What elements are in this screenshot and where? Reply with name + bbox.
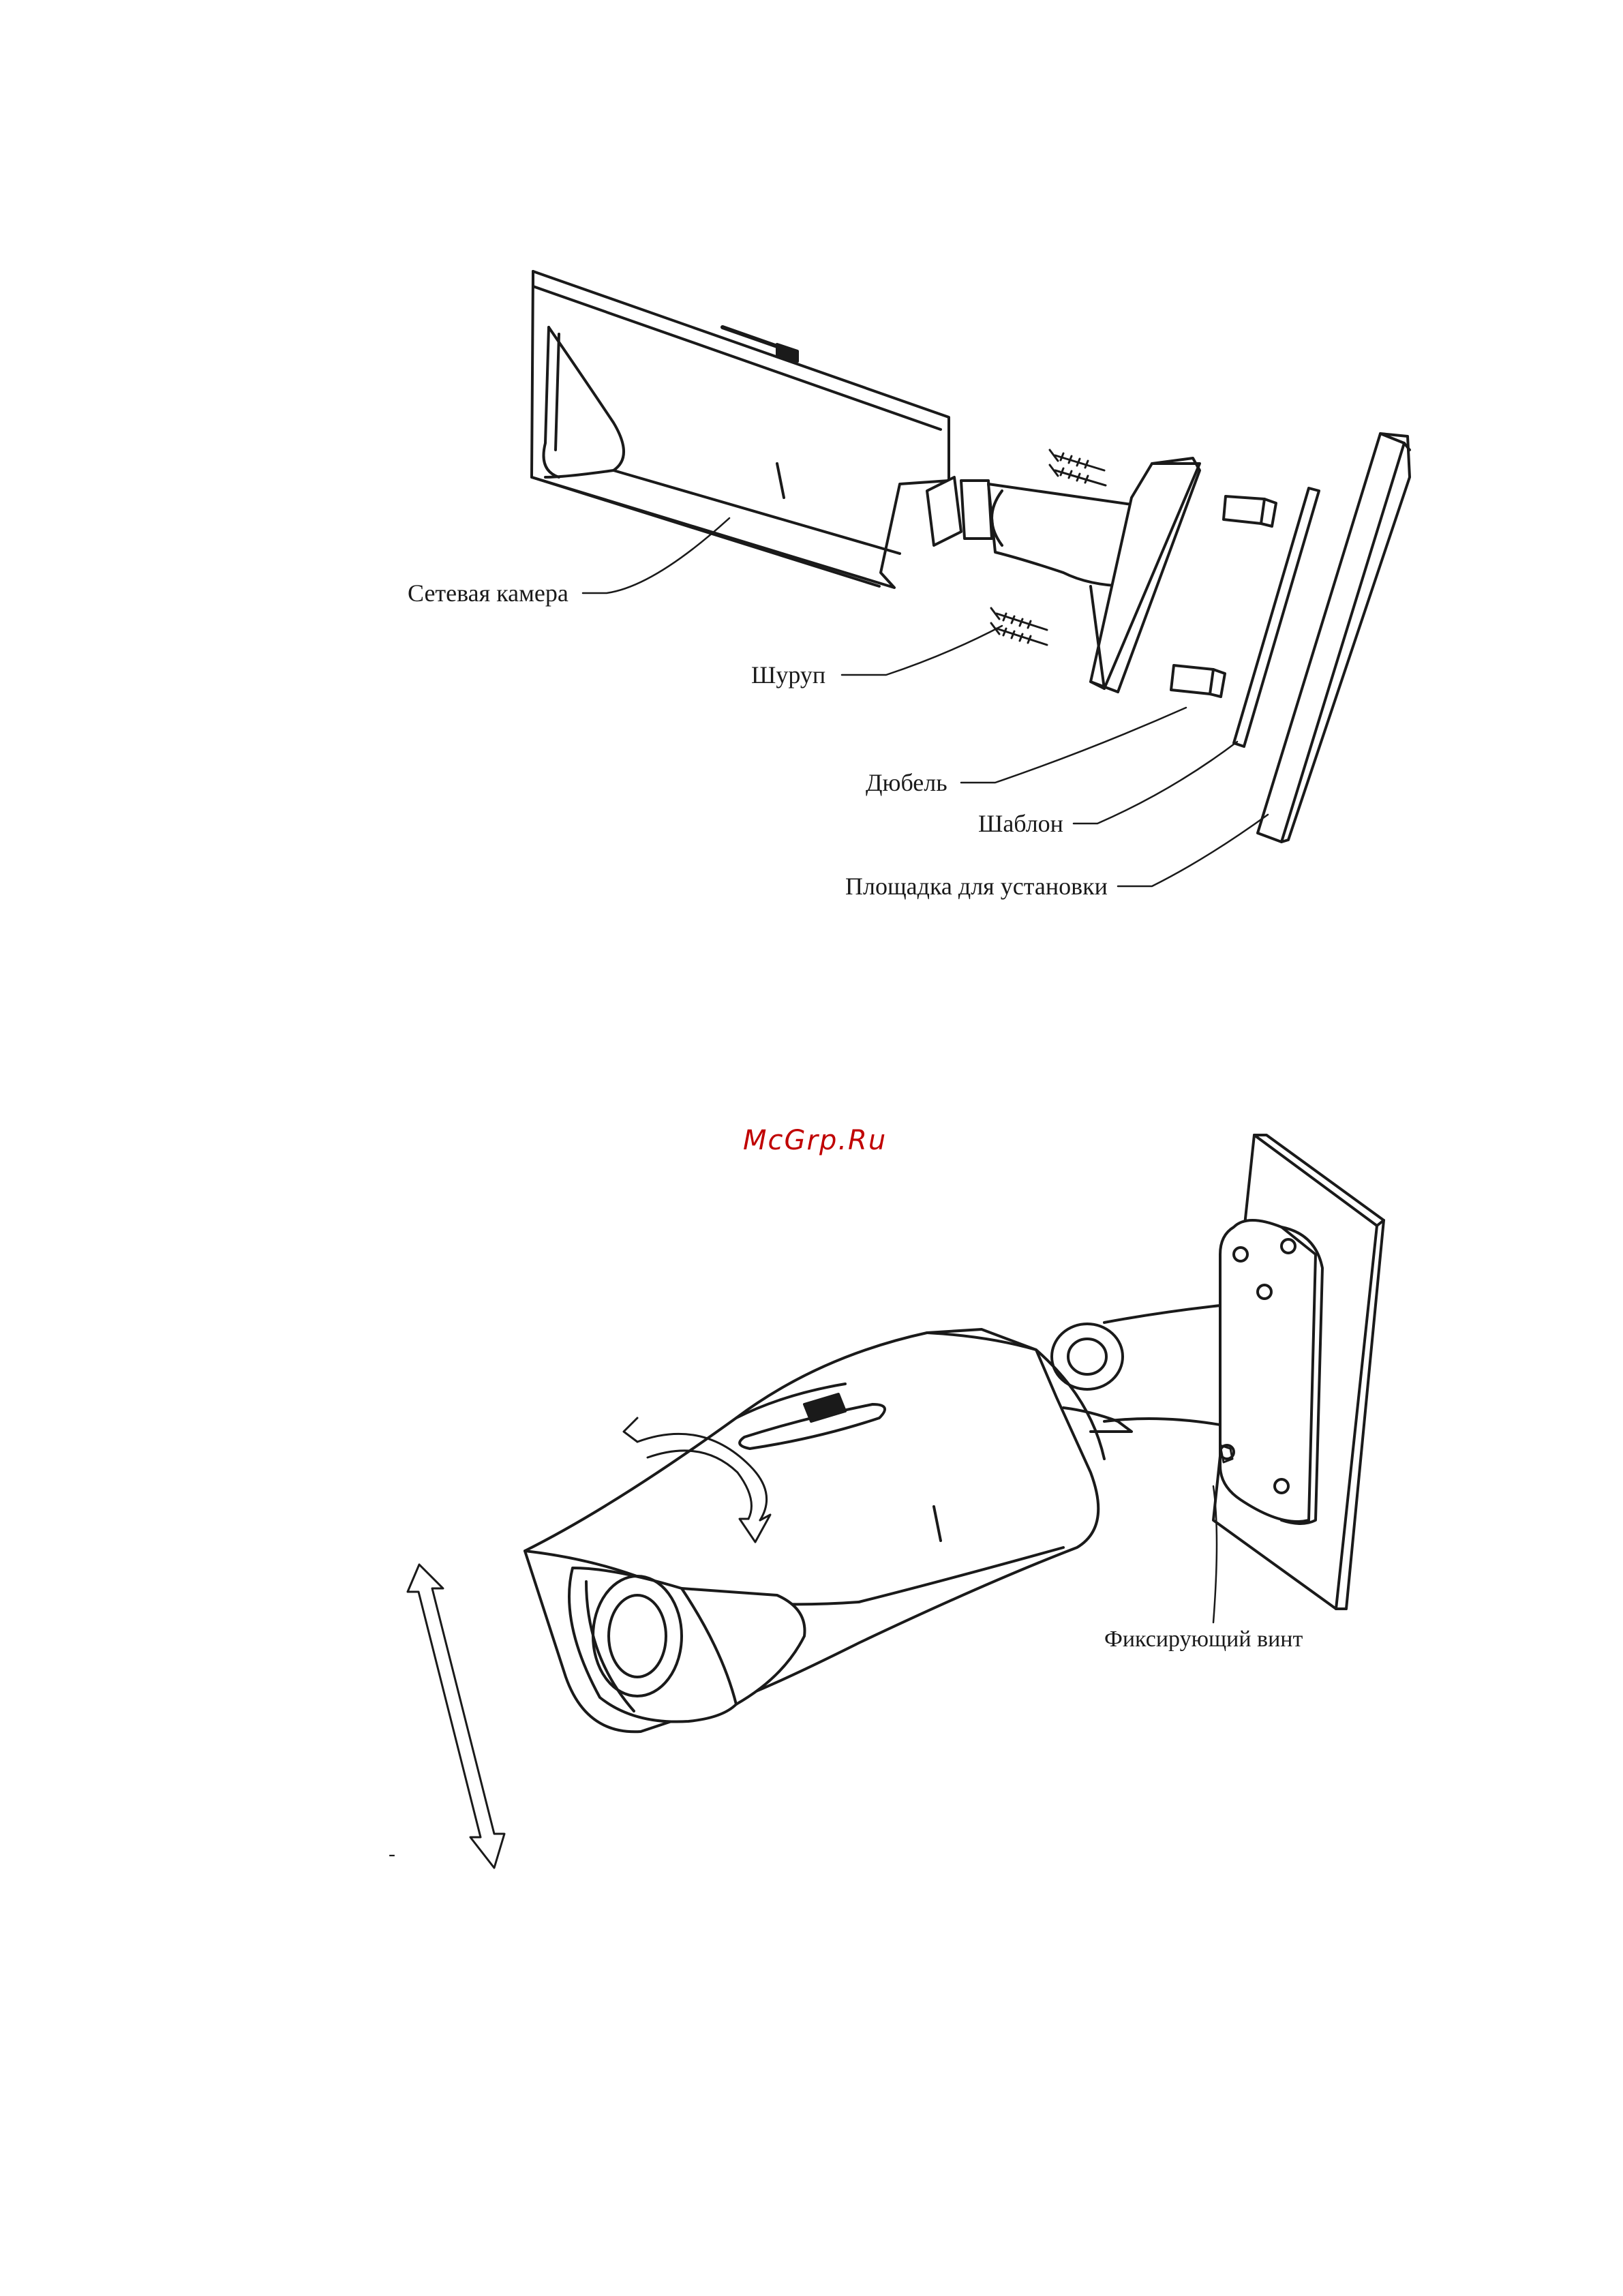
mounting-board-drawing: [1258, 434, 1410, 842]
stray-mark: -: [389, 1841, 395, 1868]
label-network-camera: Сетевая камера: [408, 579, 568, 607]
label-dowel: Дюбель: [866, 769, 947, 796]
assembled-camera-drawing: [525, 1329, 1104, 1732]
figure2-assembled-view: [408, 1135, 1384, 1868]
watermark-text: McGrp.Ru: [743, 1125, 887, 1156]
label-screw: Шуруп: [751, 661, 825, 689]
camera-body-drawing: [532, 271, 949, 588]
support-arm-drawing: [1052, 1305, 1220, 1432]
label-fixing-screw: Фиксирующий винт: [1104, 1626, 1303, 1653]
label-mounting-surface: Площадка для установки: [845, 873, 1108, 900]
label-template: Шаблон: [978, 810, 1063, 837]
figure1-leader-lines: [583, 518, 1268, 886]
wall-base-drawing: [1220, 1220, 1322, 1524]
figure1-exploded-view: [532, 271, 1410, 886]
tilt-arrow-drawing: [408, 1565, 504, 1868]
mount-arm-drawing: [927, 458, 1200, 692]
